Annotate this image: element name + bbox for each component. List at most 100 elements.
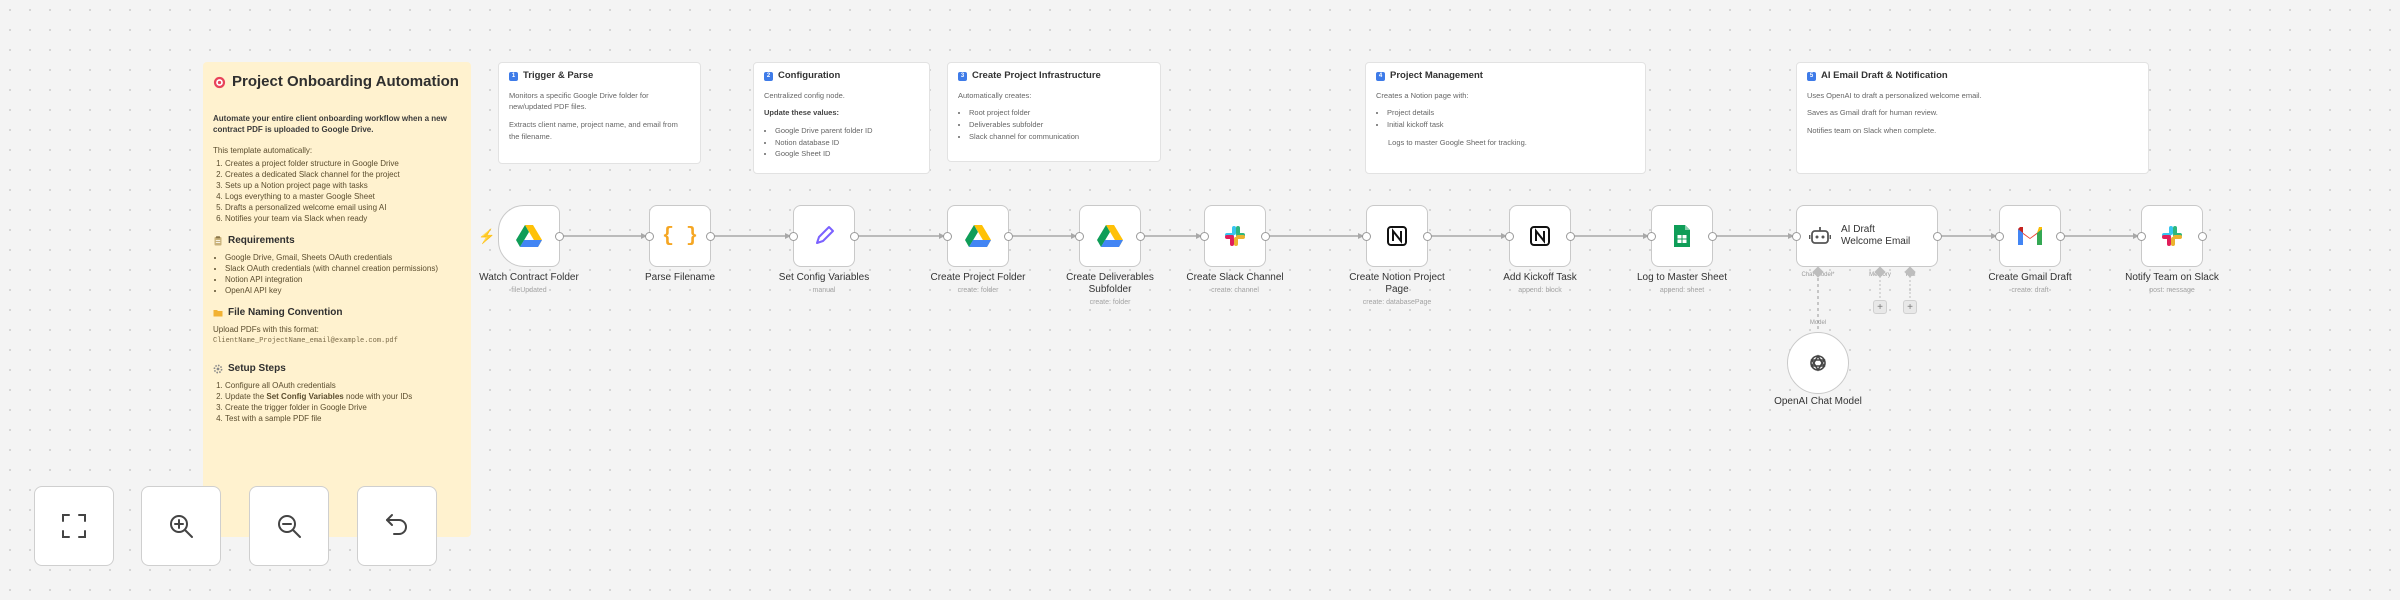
target-icon [213,76,226,88]
note-list-item: Slack channel for communication [969,131,1150,143]
output-port[interactable] [1423,232,1432,241]
node-set-config-variables[interactable] [789,205,859,267]
node-notify-team-slack[interactable] [2137,205,2207,267]
notion-icon [1530,226,1550,246]
setup-item: Create the trigger folder in Google Driv… [225,402,461,413]
node-label-text: Add Kickoff Task [1503,272,1577,283]
input-port[interactable] [1995,232,2004,241]
output-port[interactable] [2198,232,2207,241]
google-drive-icon [965,224,991,247]
output-port[interactable] [1261,232,1270,241]
zoom-in-button[interactable] [141,486,221,566]
node-label-text: OpenAI Chat Model [1774,396,1862,407]
input-port[interactable] [2137,232,2146,241]
number-2-icon: 2 [764,71,773,81]
node-openai-chat-model[interactable] [1787,332,1849,394]
note-title-text: Project Management [1390,70,1483,81]
output-port[interactable] [1933,232,1942,241]
note-list-item: Notion database ID [775,137,919,149]
node-create-deliverables-subfolder[interactable] [1075,205,1145,267]
note-text: Logs to master Google Sheet for tracking… [1388,137,1527,147]
naming-heading: File Naming Convention [213,306,461,320]
input-port[interactable] [1075,232,1084,241]
node-label-text: Create Notion Project Page [1349,272,1445,295]
node-label-text: Watch Contract Folder [479,272,579,283]
node-parse-filename[interactable]: { } [645,205,715,267]
note-list-item: Root project folder [969,107,1150,119]
output-port[interactable] [1004,232,1013,241]
note-text: Extracts client name, project name, and … [509,119,678,141]
node-ai-draft-welcome-email[interactable]: AI Draft Welcome Email [1792,205,1942,267]
node-label: Add Kickoff Task append: block [1465,272,1615,295]
output-port[interactable] [2056,232,2065,241]
node-add-kickoff-task[interactable] [1505,205,1575,267]
add-memory-button[interactable]: + [1873,300,1887,314]
node-create-slack-channel[interactable] [1200,205,1270,267]
node-log-to-master-sheet[interactable] [1647,205,1717,267]
note-list: Project details Initial kickoff task [1376,107,1635,130]
output-port[interactable] [850,232,859,241]
note-list-item: Google Drive parent folder ID [775,125,919,137]
node-label: Log to Master Sheet append: sheet [1607,272,1757,295]
output-port[interactable] [706,232,715,241]
note-text: Notifies team on Slack when complete. [1807,125,1937,135]
note-text: Saves as Gmail draft for human review. [1807,108,1938,118]
node-create-notion-page[interactable] [1362,205,1432,267]
node-create-gmail-draft[interactable] [1995,205,2065,267]
node-label-text: Notify Team on Slack [2125,272,2219,283]
zoom-out-button[interactable] [249,486,329,566]
note-text: Automatically creates: [958,90,1032,100]
node-watch-contract-folder[interactable] [498,205,564,267]
clipboard-icon [214,236,222,246]
ai-title-line: Welcome Email [1841,236,1911,247]
sticky-note-overview[interactable]: Project Onboarding Automation Automate y… [203,62,471,537]
node-label-text: Log to Master Sheet [1636,272,1728,283]
note-list-item: Google Sheet ID [775,148,919,160]
pencil-icon [816,226,834,244]
feature-item: Sets up a Notion project page with tasks [225,180,461,191]
trigger-marker-icon: ⚡ [478,228,496,244]
number-3-icon: 3 [958,71,967,81]
node-subtitle: create: folder [1089,299,1131,306]
input-port[interactable] [789,232,798,241]
node-subtitle: append: block [1518,287,1562,294]
input-port[interactable] [1362,232,1371,241]
output-port[interactable] [1136,232,1145,241]
note-list: Google Drive parent folder ID Notion dat… [764,125,919,160]
slack-icon [1225,226,1245,246]
note-text: Centralized config node. [764,90,845,100]
output-port[interactable] [1708,232,1717,241]
feature-item: Creates a dedicated Slack channel for th… [225,169,461,180]
output-port[interactable] [1566,232,1575,241]
openai-icon [1810,354,1826,372]
requirement-item: Slack OAuth credentials (with channel cr… [225,263,461,274]
input-port[interactable] [1647,232,1656,241]
input-port[interactable] [943,232,952,241]
node-subtitle: create: draft [2011,287,2049,294]
undo-button[interactable] [357,486,437,566]
node-subtitle: post: message [2149,287,2195,294]
node-create-project-folder[interactable] [943,205,1013,267]
input-port[interactable] [1505,232,1514,241]
feature-item: Logs everything to a master Google Sheet [225,191,461,202]
input-port[interactable] [1200,232,1209,241]
add-tool-button[interactable]: + [1903,300,1917,314]
node-subtitle: fileUpdated [511,287,547,294]
node-label: Create Deliverables Subfolder create: fo… [1035,272,1185,307]
input-port[interactable] [645,232,654,241]
node-label: Create Notion Project Page create: datab… [1322,272,1472,307]
robot-icon [1809,227,1831,244]
input-port[interactable] [1792,232,1801,241]
fit-view-button[interactable] [34,486,114,566]
gear-icon [213,364,223,374]
output-port[interactable] [555,232,564,241]
sticky-intro: Automate your entire client onboarding w… [213,113,447,134]
setup-item: Update the Set Config Variables node wit… [225,391,461,402]
